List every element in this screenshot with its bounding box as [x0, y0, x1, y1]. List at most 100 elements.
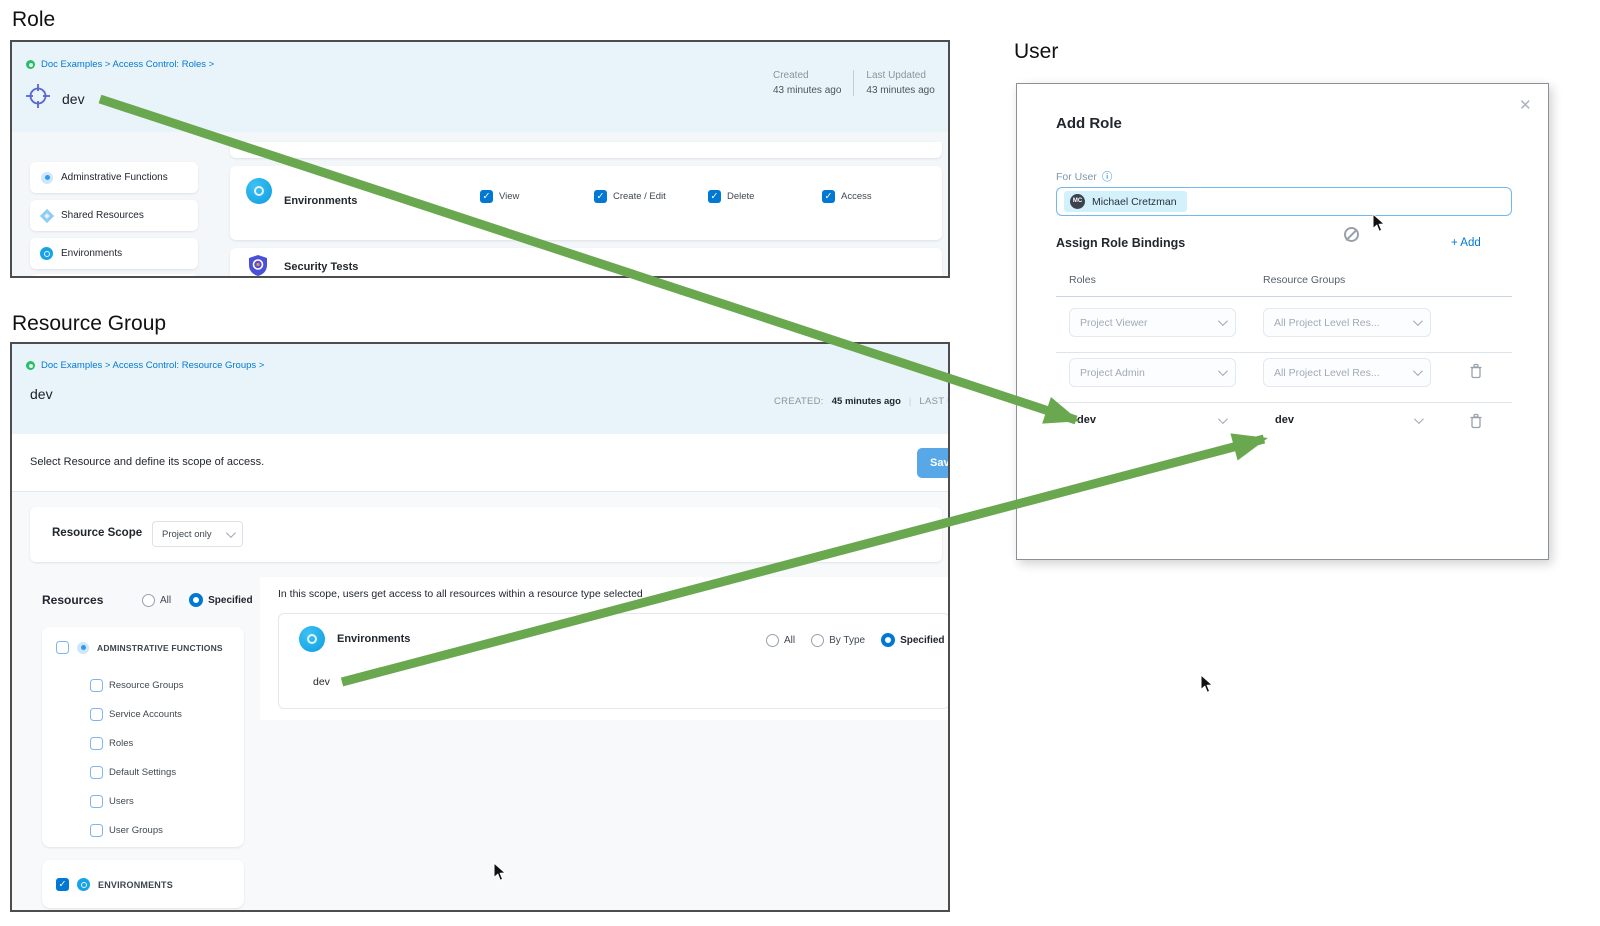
tree-item-label: Default Settings — [109, 767, 177, 778]
permission-label: View — [499, 191, 520, 202]
project-status-icon — [26, 361, 35, 370]
role-select-value: Project Admin — [1080, 366, 1145, 379]
resource-scope-dropdown[interactable]: Project only — [152, 521, 243, 547]
breadcrumb-text[interactable]: Doc Examples > Access Control: Resource … — [41, 360, 265, 371]
column-header-roles: Roles — [1069, 274, 1096, 286]
permission-label: Delete — [727, 191, 755, 202]
radio-label: By Type — [829, 634, 866, 646]
tree-item-user-groups[interactable]: User Groups — [90, 824, 163, 837]
radio-label: Specified — [900, 634, 945, 646]
checkbox-checked-icon[interactable] — [708, 190, 721, 203]
tree-item-users[interactable]: Users — [90, 795, 134, 808]
tree-parent-label: ENVIRONMENTS — [98, 879, 173, 890]
for-user-label: For User — [1056, 170, 1097, 183]
radio-selected-icon[interactable] — [189, 593, 204, 607]
close-icon[interactable] — [1519, 96, 1532, 114]
checkbox-icon[interactable] — [90, 795, 103, 808]
radio-specified[interactable]: Specified — [881, 633, 945, 647]
radio-specified[interactable]: Specified — [189, 593, 253, 607]
add-binding-button[interactable]: + Add — [1451, 237, 1481, 249]
role-select-value: Project Viewer — [1080, 316, 1148, 329]
sidebar-item-label: Shared Resources — [61, 210, 144, 221]
resource-group-section-title: Resource Group — [12, 312, 167, 335]
created-meta: Created 43 minutes ago — [773, 70, 841, 96]
radio-icon[interactable] — [766, 633, 779, 647]
sidebar-item-partial — [30, 274, 198, 276]
role-select-row2[interactable]: Project Admin — [1069, 358, 1236, 387]
checkbox-icon[interactable] — [90, 824, 103, 837]
sidebar-item-shared-resources[interactable]: Shared Resources — [30, 200, 198, 231]
for-user-input[interactable]: MC Michael Cretzman — [1056, 187, 1512, 216]
checkbox-checked-icon[interactable] — [56, 878, 69, 891]
checkbox-icon[interactable] — [56, 641, 69, 654]
cursor-icon — [1200, 674, 1214, 693]
radio-icon[interactable] — [142, 593, 155, 607]
chevron-down-icon — [1217, 413, 1228, 424]
user-chip[interactable]: MC Michael Cretzman — [1064, 191, 1187, 212]
permission-access[interactable]: Access — [822, 190, 872, 203]
radio-all[interactable]: All — [766, 633, 795, 647]
resource-group-select-row1[interactable]: All Project Level Res... — [1263, 308, 1431, 337]
radio-by-type[interactable]: By Type — [811, 633, 865, 647]
tree-item-resource-groups[interactable]: Resource Groups — [90, 679, 183, 692]
subheader-text: Select Resource and define its scope of … — [30, 456, 265, 468]
tree-parent-adminstrative-functions[interactable]: ADMINSTRATIVE FUNCTIONS — [56, 641, 223, 654]
resource-group-select-row3[interactable]: dev — [1275, 413, 1424, 426]
radio-icon[interactable] — [811, 633, 825, 647]
save-button[interactable]: Save — [917, 448, 948, 478]
breadcrumb[interactable]: Doc Examples > Access Control: Roles > — [26, 59, 214, 70]
radio-all[interactable]: All — [142, 593, 171, 607]
sidebar-item-adminstrative-functions[interactable]: Adminstrative Functions — [30, 162, 198, 193]
environments-scope-card: Environments All By Type Specified — [278, 613, 948, 709]
sidebar-item-label: Environments — [61, 248, 123, 259]
resource-group-select-value: All Project Level Res... — [1274, 366, 1380, 379]
tree-item-service-accounts[interactable]: Service Accounts — [90, 708, 182, 721]
meta-divider — [853, 70, 855, 96]
trash-icon[interactable] — [1469, 413, 1483, 429]
checkbox-icon[interactable] — [90, 708, 103, 721]
shared-resources-icon — [39, 208, 55, 223]
environments-icon — [299, 626, 325, 652]
tree-item-label: User Groups — [109, 825, 163, 836]
checkbox-checked-icon[interactable] — [480, 190, 493, 203]
resource-scope-card: Resource Scope Project only — [30, 507, 942, 562]
checkbox-checked-icon[interactable] — [822, 190, 835, 203]
updated-label: Last Updated — [866, 70, 926, 81]
resource-group-select-value: dev — [1275, 414, 1294, 426]
updated-label: LAST UPD — [919, 396, 948, 407]
avatar: MC — [1070, 194, 1085, 209]
resource-group-panel: Doc Examples > Access Control: Resource … — [10, 342, 950, 912]
chevron-down-icon — [225, 527, 236, 538]
chevron-down-icon — [1217, 316, 1228, 327]
permission-create-edit[interactable]: Create / Edit — [594, 190, 666, 203]
scope-resource-label: Environments — [337, 633, 411, 645]
project-status-icon — [26, 60, 35, 69]
resources-label: Resources — [42, 593, 104, 607]
checkbox-icon[interactable] — [90, 679, 103, 692]
checkbox-checked-icon[interactable] — [594, 190, 607, 203]
permission-label: Create / Edit — [613, 191, 666, 202]
role-section-title: Role — [12, 8, 56, 31]
resource-group-meta: CREATED: 45 minutes ago | LAST UPD — [774, 396, 948, 407]
trash-icon[interactable] — [1469, 363, 1483, 379]
sidebar-item-environments[interactable]: Environments — [30, 238, 198, 269]
checkbox-icon[interactable] — [90, 737, 103, 750]
role-select-row1[interactable]: Project Viewer — [1069, 308, 1236, 337]
tree-parent-environments[interactable]: ENVIRONMENTS — [56, 878, 173, 891]
resource-scope-label: Resource Scope — [52, 527, 143, 539]
resource-group-select-row2[interactable]: All Project Level Res... — [1263, 358, 1431, 387]
permission-view[interactable]: View — [480, 190, 519, 203]
tree-item-default-settings[interactable]: Default Settings — [90, 766, 176, 779]
resource-group-header: Doc Examples > Access Control: Resource … — [12, 344, 948, 434]
breadcrumb[interactable]: Doc Examples > Access Control: Resource … — [26, 360, 264, 371]
permission-delete[interactable]: Delete — [708, 190, 754, 203]
checkbox-icon[interactable] — [90, 766, 103, 779]
resource-group-select-value: All Project Level Res... — [1274, 316, 1380, 329]
radio-selected-icon[interactable] — [881, 633, 896, 647]
info-icon[interactable]: ⓘ — [1101, 171, 1113, 183]
role-select-row3[interactable]: dev — [1077, 413, 1228, 426]
breadcrumb-text[interactable]: Doc Examples > Access Control: Roles > — [41, 59, 215, 70]
tree-item-roles[interactable]: Roles — [90, 737, 133, 750]
role-panel: Doc Examples > Access Control: Roles > d… — [10, 40, 950, 278]
